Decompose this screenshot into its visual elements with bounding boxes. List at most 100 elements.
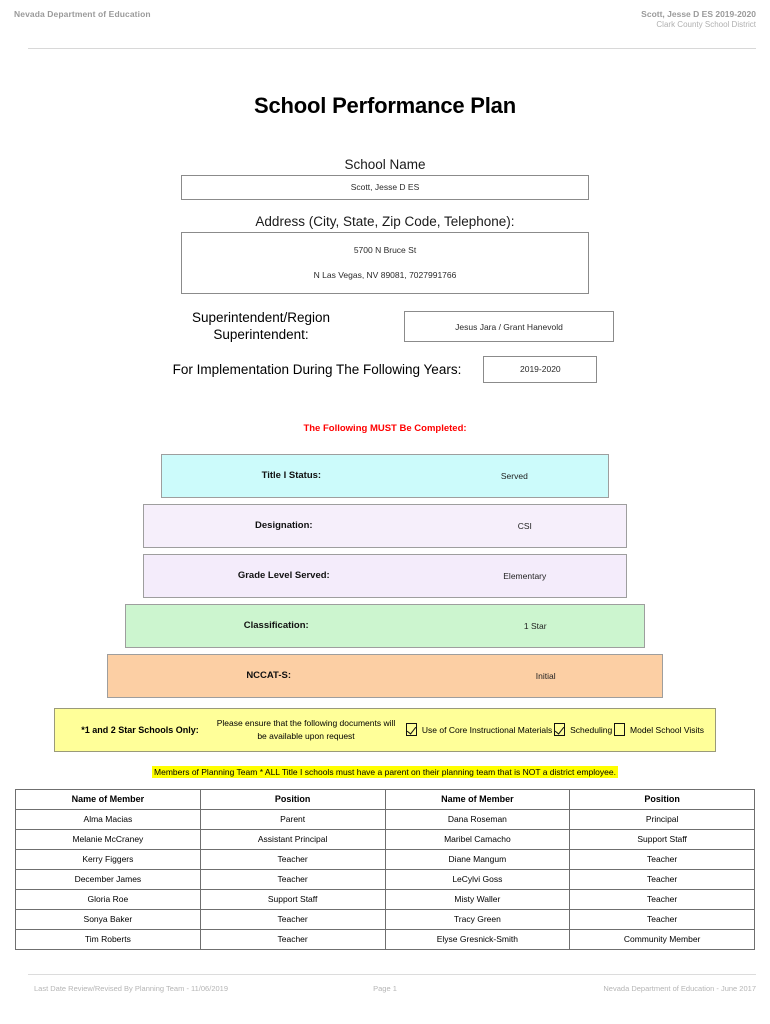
header-school-year: Scott, Jesse D ES 2019-2020 (641, 9, 756, 19)
table-cell[interactable]: Alma Macias (15, 808, 201, 830)
checkbox-label: Use of Core Instructional Materials (421, 724, 553, 735)
table-cell[interactable]: Misty Waller (384, 888, 571, 910)
implementation-value: 2019-2020 (520, 363, 561, 374)
identity-section: School Name Scott, Jesse D ES Address (C… (0, 157, 770, 383)
table-cell[interactable]: Diane Mangum (384, 848, 571, 870)
header-agency-name: Nevada Department of Education (14, 9, 151, 19)
address-field[interactable]: 5700 N Bruce St N Las Vegas, NV 89081, 7… (181, 232, 589, 294)
footer-source: Nevada Department of Education - June 20… (603, 984, 756, 993)
address-label: Address (City, State, Zip Code, Telephon… (255, 214, 515, 229)
table-cell[interactable]: Principal (569, 808, 755, 830)
status-bar-label: Designation: (255, 520, 313, 532)
table-cell[interactable]: Teacher (199, 868, 386, 890)
table-cell[interactable]: Gloria Roe (15, 888, 201, 910)
header-divider (28, 48, 756, 49)
planning-note-wrapper: Members of Planning Team * ALL Title I s… (0, 762, 770, 780)
header-district: Clark County School District (656, 20, 756, 30)
table-cell[interactable]: Assistant Principal (199, 828, 386, 850)
checkbox-label: Scheduling (570, 724, 613, 735)
status-bar-label: NCCAT-S: (246, 670, 291, 682)
footer-page-number: Page 1 (373, 984, 397, 993)
status-bar-value: 1 Star (523, 620, 547, 631)
status-bar-value: CSI (517, 520, 532, 531)
table-column-header-0: Name of Member (15, 788, 201, 810)
superintendent-field[interactable]: Jesus Jara / Grant Hanevold (404, 311, 614, 343)
page-footer: Last Date Review/Revised By Planning Tea… (0, 974, 770, 1010)
header-school-info: Scott, Jesse D ES 2019-2020 Clark County… (641, 9, 756, 31)
requirement-checkbox-item-2[interactable]: Model School Visits (614, 723, 705, 737)
status-bar-value: Initial (535, 670, 556, 681)
table-cell[interactable]: Teacher (199, 848, 386, 870)
address-line-1: 5700 N Bruce St (353, 245, 417, 256)
school-name-value: Scott, Jesse D ES (350, 182, 420, 193)
must-complete-note: The Following MUST Be Completed: (303, 422, 467, 434)
table-cell[interactable]: Kerry Figgers (15, 848, 201, 870)
table-cell[interactable]: Support Staff (569, 828, 755, 850)
planning-team-note: Members of Planning Team * ALL Title I s… (152, 765, 618, 778)
table-column-header-1: Position (199, 788, 386, 810)
table-cell[interactable]: LeCylvi Goss (384, 868, 571, 890)
status-bar-1[interactable]: Designation: CSI (143, 503, 627, 548)
status-bar-label: Classification: (243, 620, 309, 632)
star-school-label: *1 and 2 Star Schools Only: (81, 724, 199, 735)
table-cell[interactable]: Teacher (199, 928, 386, 950)
star-school-description: Please ensure that the following documen… (216, 718, 396, 741)
requirement-checkbox-group: Use of Core Instructional Materials Sched… (397, 723, 705, 737)
implementation-row: For Implementation During The Following … (0, 355, 770, 383)
address-line-2: N Las Vegas, NV 89081, 7027991766 (313, 270, 457, 280)
superintendent-value: Jesus Jara / Grant Hanevold (455, 321, 563, 332)
superintendent-row: Superintendent/Region Superintendent: Je… (0, 310, 770, 344)
table-cell[interactable]: Support Staff (199, 888, 386, 910)
implementation-label: For Implementation During The Following … (172, 361, 462, 377)
status-bar-3[interactable]: Classification: 1 Star (125, 603, 645, 648)
table-cell[interactable]: Sonya Baker (15, 908, 201, 930)
status-bar-value: Elementary (503, 570, 547, 581)
table-cell[interactable]: Elyse Gresnick-Smith (384, 928, 571, 950)
footer-revision-date: Last Date Review/Revised By Planning Tea… (34, 984, 229, 993)
table-cell[interactable]: Tim Roberts (15, 928, 201, 950)
table-cell[interactable]: Community Member (569, 928, 755, 950)
school-name-label: School Name (344, 157, 426, 172)
status-bar-value: Served (500, 470, 528, 481)
table-cell[interactable]: Teacher (199, 908, 386, 930)
status-bar-0[interactable]: Title I Status: Served (161, 453, 609, 498)
status-bar-2[interactable]: Grade Level Served: Elementary (143, 553, 627, 598)
checkbox-empty-icon[interactable] (614, 723, 626, 737)
table-column-header-3: Position (569, 788, 755, 810)
superintendent-label: Superintendent/Region Superintendent: (191, 310, 331, 342)
requirement-checkbox-item-0[interactable]: Use of Core Instructional Materials (405, 723, 553, 737)
table-cell[interactable]: Teacher (569, 908, 755, 930)
star-school-requirements: *1 and 2 Star Schools Only: Please ensur… (54, 707, 716, 752)
table-cell[interactable]: Melanie McCraney (15, 828, 201, 850)
page-header: Nevada Department of Education Scott, Je… (0, 0, 770, 49)
table-cell[interactable]: Teacher (569, 868, 755, 890)
checkbox-checked-icon[interactable] (554, 723, 566, 737)
table-cell[interactable]: Teacher (569, 888, 755, 910)
table-cell[interactable]: Parent (199, 808, 386, 830)
table-cell[interactable]: Maribel Camacho (384, 828, 571, 850)
table-cell[interactable]: Dana Roseman (384, 808, 571, 830)
status-bar-label: Grade Level Served: (237, 570, 330, 582)
table-cell[interactable]: Tracy Green (384, 908, 571, 930)
implementation-field[interactable]: 2019-2020 (483, 355, 598, 383)
checkbox-checked-icon[interactable] (405, 723, 417, 737)
status-bar-4[interactable]: NCCAT-S: Initial (107, 653, 663, 698)
status-bar-label: Title I Status: (261, 470, 322, 482)
table-column-header-2: Name of Member (384, 788, 571, 810)
requirement-checkbox-item-1[interactable]: Scheduling (554, 723, 613, 737)
table-cell[interactable]: Teacher (569, 848, 755, 870)
school-name-field[interactable]: Scott, Jesse D ES (181, 175, 589, 200)
table-cell[interactable]: December James (15, 868, 201, 890)
checkbox-label: Model School Visits (630, 724, 705, 735)
